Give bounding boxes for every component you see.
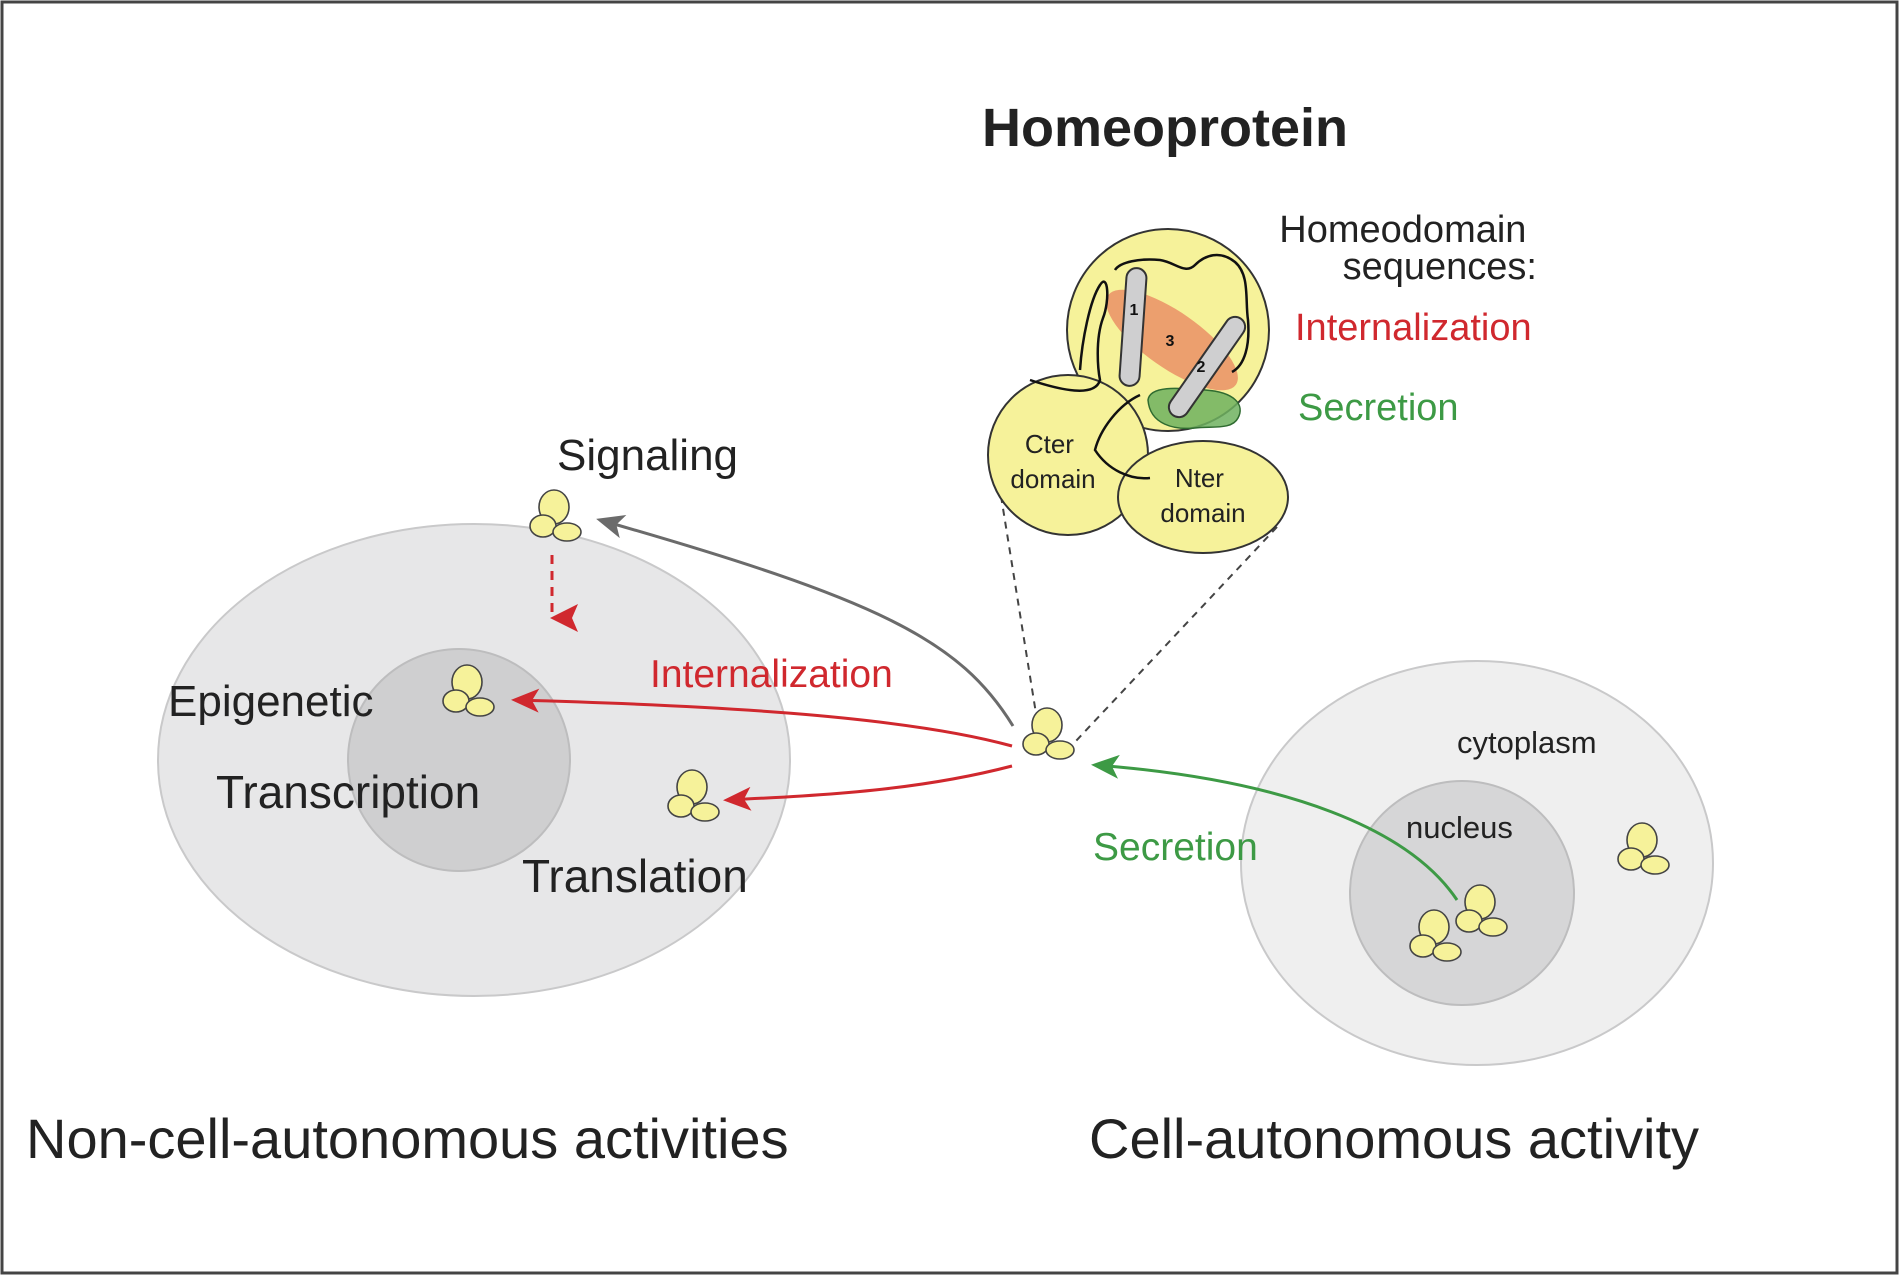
signaling-arrow [596,515,1015,727]
homeoprotein-molecule-nuclear [442,664,495,717]
homeodomain-heading-line1: Homeodomain [1279,209,1526,251]
helix-2-label: 2 [1197,359,1206,376]
right-cell [1240,660,1714,1066]
internalization-label: Internalization [650,653,893,696]
translation-label: Translation [522,850,748,902]
nter-label-line1: Nter [1175,463,1224,493]
nter-label: Nter domain [1160,463,1245,528]
homeoprotein-molecule-cytoplasmic [667,769,720,822]
homeoprotein-molecule-signaling [529,489,582,542]
homeoprotein-lobe [529,514,557,538]
homeoprotein-lobe [667,794,695,818]
homeoprotein-molecule-extracellular [1022,707,1075,760]
homeoprotein-molecule-nuclear-1 [1455,884,1508,937]
signaling-label: Signaling [557,431,738,480]
helix-1-label: 1 [1130,302,1139,319]
helix-2 [1167,315,1247,419]
cytoplasm-label: cytoplasm [1457,725,1597,760]
nter-label-line2: domain [1160,498,1245,528]
cter-label: Cter domain [1010,429,1095,494]
protein-backbone [1029,253,1250,480]
zoom-line-right [1074,526,1278,743]
nucleus-label: nucleus [1406,810,1513,845]
non-cell-autonomous-caption: Non-cell-autonomous activities [26,1107,789,1170]
right-cell-nucleus [1349,780,1575,1006]
nter-domain [1117,440,1289,554]
homeoprotein-lobe [1617,847,1645,871]
homeoprotein-molecule-nuclear-2 [1409,909,1462,962]
homeoprotein-lobe [690,802,720,822]
secretion-arrow [1091,754,1459,901]
secretion-sequence-label: Secretion [1298,387,1459,429]
homeoprotein-lobe [1045,740,1075,760]
diagram-title: Homeoprotein [982,98,1348,158]
homeoprotein-lobe [1455,909,1483,933]
cter-label-line2: domain [1010,464,1095,494]
cell-autonomous-caption: Cell-autonomous activity [1089,1107,1699,1170]
homeoprotein-lobe [552,522,582,542]
homeodomain-heading: Homeodomain sequences: [1279,209,1537,288]
transcription-label: Transcription [216,766,480,818]
homeoprotein-lobe [442,689,470,713]
secretion-label: Secretion [1093,826,1258,869]
homeoprotein-molecules [442,489,1670,962]
helix-3-label: 3 [1166,333,1175,350]
homeoprotein-lobe [1640,855,1670,875]
homeoprotein-lobe [1409,934,1437,958]
homeoprotein-lobe [1478,917,1508,937]
helix-1 [1118,267,1148,387]
homeoprotein-structure: 1 2 3 Cter domain Nter domain [987,228,1289,554]
left-cell [157,523,791,997]
cter-label-line1: Cter [1025,429,1074,459]
internalization-sequence-label: Internalization [1295,307,1532,349]
homeoprotein-lobe [1022,732,1050,756]
homeoprotein-lobe [465,697,495,717]
internalization-arrow-cytoplasm [723,764,1013,811]
internalization-arrow-nucleus [511,688,1013,748]
homeoprotein-lobe [1432,942,1462,962]
homeodomain-heading-line2: sequences: [1343,246,1537,288]
epigenetic-label: Epigenetic [168,677,373,726]
homeoprotein-molecule-cytoplasmic [1617,822,1670,875]
